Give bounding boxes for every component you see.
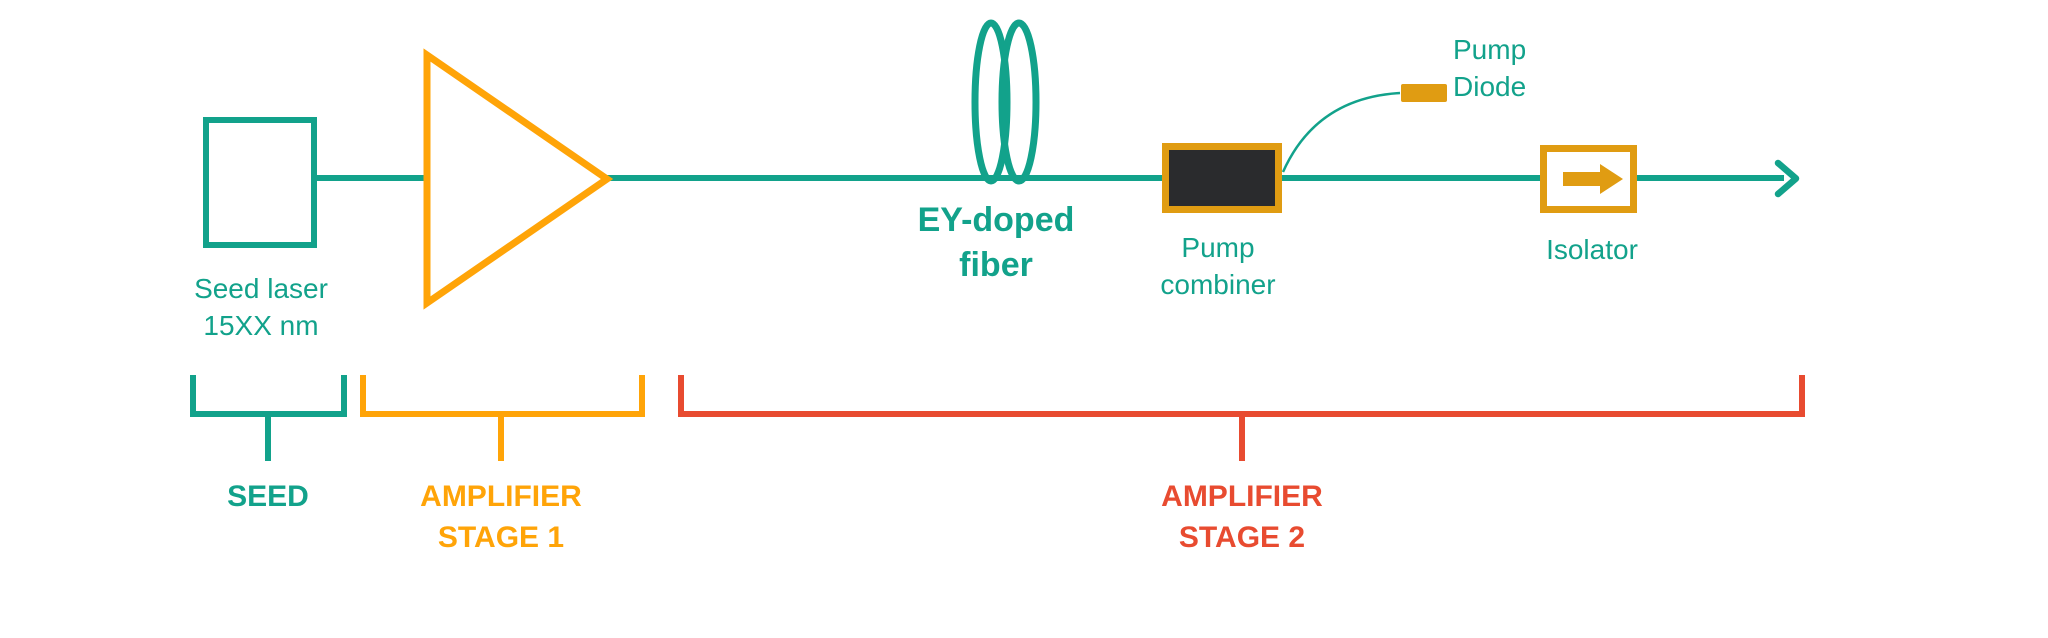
seed-stage-label: SEED [227, 480, 309, 513]
amplifier-stage-2-label-line2: STAGE 2 [1178, 521, 1306, 554]
seed-laser-box [203, 117, 317, 248]
amplifier-stage-1-label-line1: AMPLIFIER [420, 480, 582, 513]
amplifier-stage-2-label: AMPLIFIER STAGE 2 [1122, 476, 1362, 558]
amplifier-stage-1-label: AMPLIFIER STAGE 1 [381, 476, 621, 558]
amplifier-stage-2-label-line1: AMPLIFIER [1161, 480, 1323, 513]
pump-combiner-label-line1: Pump [1181, 232, 1255, 263]
amplifier-stage-1-bracket [360, 375, 645, 417]
pump-diode-label: Pump Diode [1453, 31, 1613, 105]
pump-diode-label-line2: Diode [1453, 71, 1527, 102]
ey-doped-fiber-label: EY-doped fiber [876, 198, 1116, 288]
pump-diode-label-line1: Pump [1453, 34, 1527, 65]
ey-doped-fiber-label-line1: EY-doped [917, 201, 1075, 239]
amplifier-stage-2-bracket [678, 375, 1805, 417]
seed-laser-label: Seed laser 15XX nm [141, 270, 381, 344]
amplifier-triangle-icon [423, 48, 614, 310]
seed-stage-bracket [190, 375, 347, 417]
ey-doped-fiber-label-line2: fiber [959, 246, 1033, 284]
amplifier-stage-1-label-line2: STAGE 1 [437, 521, 565, 554]
output-arrowhead-icon [1774, 159, 1800, 198]
isolator-label: Isolator [1546, 234, 1638, 265]
pump-combiner-box [1162, 143, 1282, 213]
pump-diode-box [1401, 84, 1447, 102]
pump-combiner-label-line2: combiner [1160, 269, 1276, 300]
isolator-arrow-icon [1563, 164, 1623, 194]
seed-laser-label-line1: Seed laser [194, 273, 328, 304]
fiber-coil-loop-right [998, 19, 1040, 185]
fiber-coil-loop-left [971, 19, 1011, 185]
pump-combiner-label: Pump combiner [1098, 229, 1338, 303]
pump-fiber-curve [1281, 91, 1401, 173]
seed-laser-label-line2: 15XX nm [203, 310, 319, 341]
